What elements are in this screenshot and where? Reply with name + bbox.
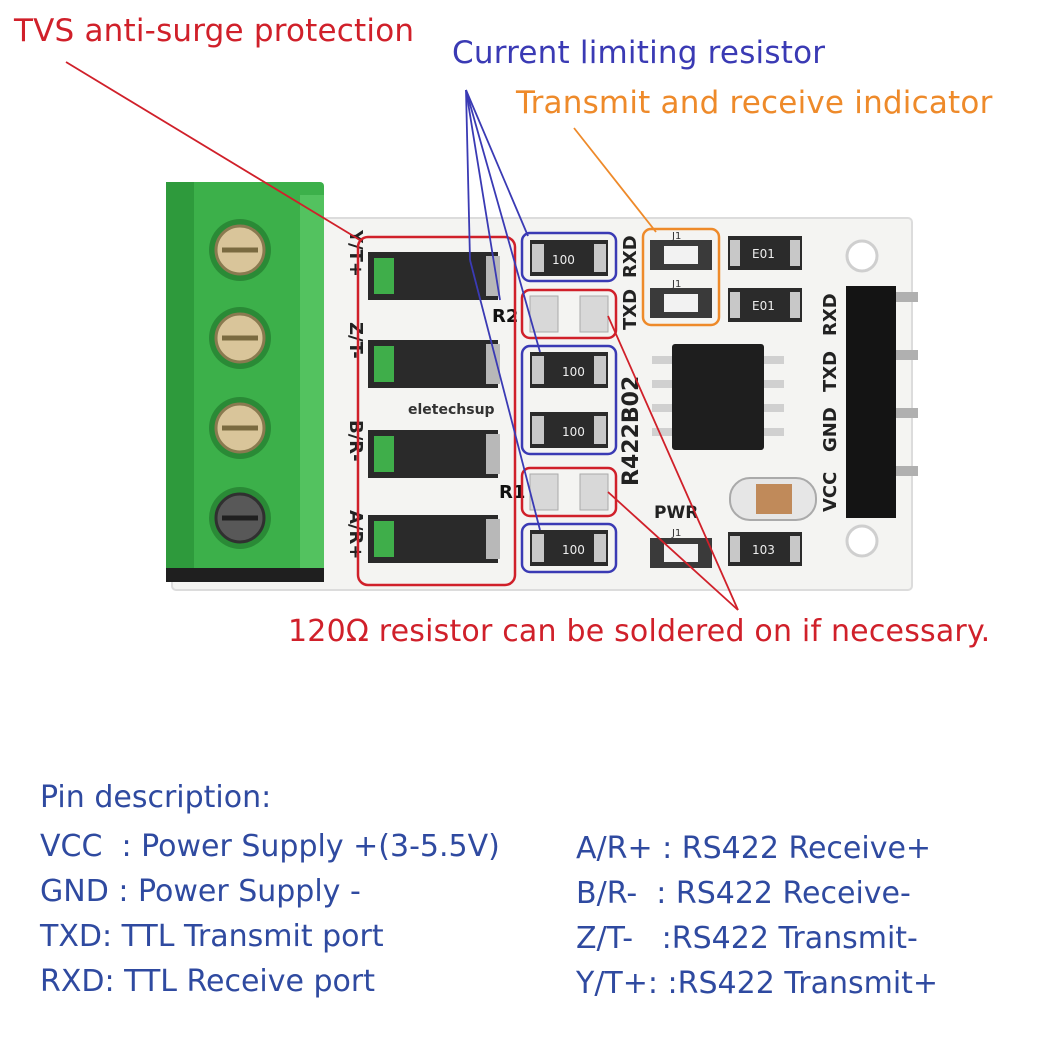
res-highlight-3	[520, 522, 618, 574]
silk-z-t: Z/T-	[345, 322, 366, 359]
rs422-chip	[652, 344, 784, 450]
silk-gnd: GND	[820, 407, 841, 452]
pin-desc-z-t: Z/T- :RS422 Transmit-	[576, 921, 918, 956]
capacitor	[729, 477, 817, 521]
pin-desc-gnd: GND : Power Supply -	[40, 874, 361, 909]
led-label-rxd: RXD	[620, 235, 641, 278]
mount-hole-top	[845, 239, 879, 273]
pwr-silk: PWR	[654, 503, 698, 523]
pin-desc-vcc: VCC : Power Supply +(3-5.5V)	[40, 829, 500, 864]
pin-header	[846, 286, 918, 518]
pin-desc-rxd: RXD: TTL Receive port	[40, 964, 375, 999]
tvs-leader	[65, 61, 361, 241]
res-highlight-2	[520, 344, 618, 456]
tx-rx-leds	[650, 240, 712, 568]
current-leaders	[465, 89, 541, 531]
silk-vcc: VCC	[820, 472, 841, 512]
pin-desc-a-r: A/R+ : RS422 Receive+	[576, 831, 932, 866]
res-code-3: 100	[562, 425, 585, 439]
pin-desc-b-r: B/R- : RS422 Receive-	[576, 876, 911, 911]
pin-desc-txd: TXD: TTL Transmit port	[40, 919, 384, 954]
brand-silk: eletechsup	[408, 402, 495, 418]
silk-a-r: A/R+	[345, 510, 366, 559]
termination-annotation: 120Ω resistor can be soldered on if nece…	[288, 614, 991, 649]
silk-y-t: Y/T+	[345, 229, 366, 277]
current-limiting-annotation: Current limiting resistor	[452, 35, 826, 71]
led-mark-2: J1	[671, 279, 681, 290]
res-code-5: E01	[752, 247, 775, 261]
screw-terminal	[166, 182, 324, 582]
silk-b-r: B/R-	[345, 420, 366, 462]
led-mark-3: J1	[671, 528, 681, 539]
led-mark-1: J1	[671, 231, 681, 242]
chip-silk: R422B02	[619, 376, 644, 486]
tvs-highlight	[356, 235, 517, 587]
mount-hole-bottom	[845, 524, 879, 558]
r1-label: R1	[499, 482, 525, 503]
indicator-leader	[573, 127, 657, 233]
termination-pads	[529, 295, 609, 511]
res-code-7: 103	[752, 543, 775, 557]
indicator-annotation: Transmit and receive indicator	[516, 85, 993, 121]
termination-leaders	[607, 315, 739, 611]
tvs-annotation: TVS anti-surge protection	[14, 13, 415, 49]
res-highlight-1	[520, 231, 618, 283]
board-diagram: Y/T+ Z/T- B/R- A/R+ eletechsup 100 100 1…	[65, 61, 918, 611]
limiting-resistors	[530, 240, 608, 566]
r2-highlight	[520, 288, 618, 340]
res-code-6: E01	[752, 299, 775, 313]
led-resistors	[728, 236, 802, 566]
pin-desc-y-t: Y/T+: :RS422 Transmit+	[576, 966, 939, 1001]
pin-desc-title: Pin description:	[40, 780, 272, 815]
res-code-1: 100	[552, 253, 575, 267]
led-highlight	[641, 227, 721, 327]
r1-highlight	[520, 466, 618, 518]
r2-label: R2	[492, 306, 518, 327]
silk-txd: TXD	[820, 351, 841, 392]
silk-rxd: RXD	[820, 293, 841, 336]
tvs-diodes	[368, 252, 500, 563]
res-code-4: 100	[562, 543, 585, 557]
led-label-txd: TXD	[620, 289, 641, 330]
res-code-2: 100	[562, 365, 585, 379]
